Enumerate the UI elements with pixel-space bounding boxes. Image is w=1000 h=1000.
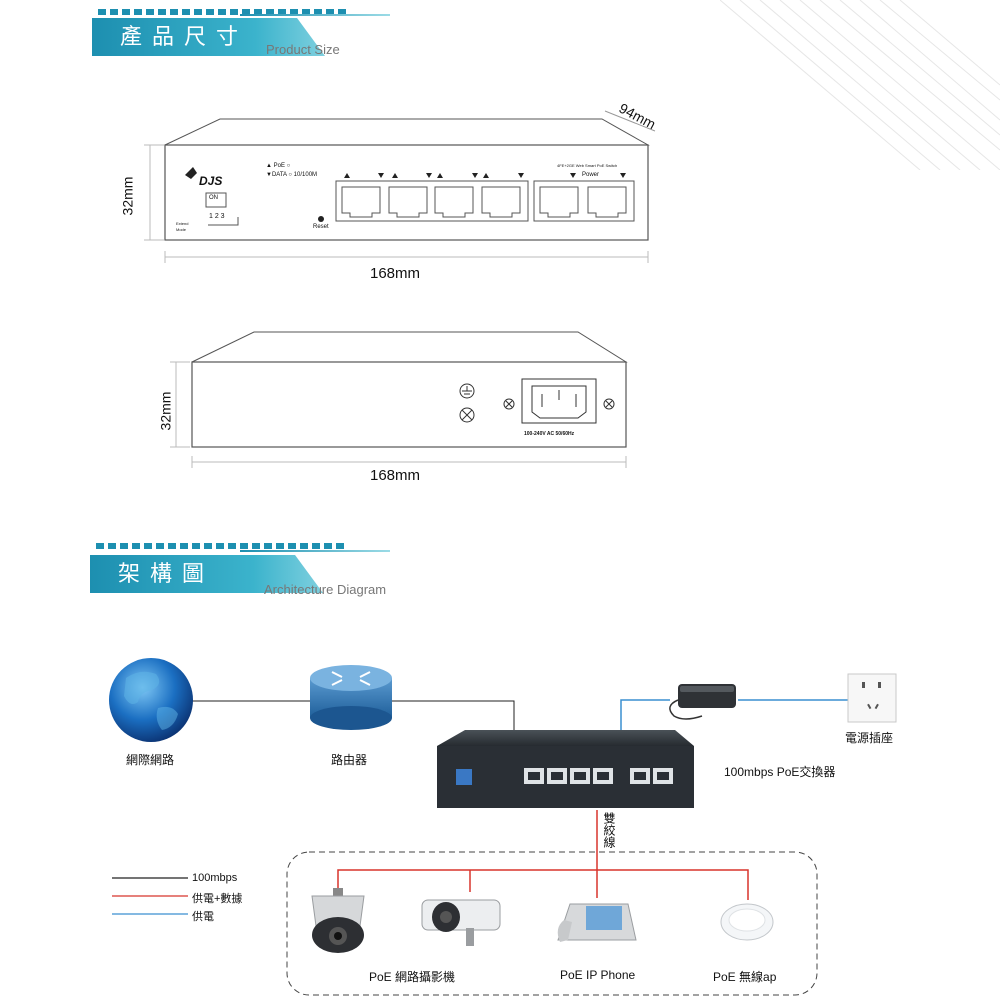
switch-rear-top-face bbox=[191, 331, 628, 363]
rear-height-dimension-label: 32mm bbox=[157, 391, 174, 431]
switch-top-face bbox=[164, 118, 650, 146]
front-height-dimension-label: 32mm bbox=[119, 176, 136, 216]
section-title-product-size: 產品尺寸 bbox=[92, 18, 325, 56]
ground-symbol-icon bbox=[459, 383, 475, 399]
power-socket-icon bbox=[847, 673, 897, 723]
ac-rating-label: 100-240V AC 50/60Hz bbox=[524, 431, 575, 437]
power-adapter-icon bbox=[669, 684, 736, 720]
decorative-hatch bbox=[720, 0, 1000, 170]
rj45-port-5 bbox=[539, 186, 579, 218]
internet-globe-icon bbox=[109, 658, 193, 742]
reset-label: Reset bbox=[313, 224, 329, 230]
router-icon bbox=[310, 665, 392, 730]
led-data-label: ▼DATA ○ 10/100M bbox=[266, 172, 318, 178]
speed-dome-camera-icon bbox=[311, 888, 365, 953]
poe-distribution-line bbox=[337, 869, 749, 900]
switch-rear-face bbox=[191, 361, 627, 448]
poe-devices-group bbox=[286, 851, 818, 996]
section-subtitle-architecture: Architecture Diagram bbox=[264, 582, 387, 597]
section-line bbox=[240, 14, 390, 16]
extend-mode-label: Extend Mode bbox=[176, 221, 189, 232]
section-subtitle-product-size: Product Size bbox=[266, 42, 340, 57]
switch-adapter-power-link bbox=[620, 699, 670, 730]
reset-button bbox=[318, 216, 324, 222]
section-dots bbox=[98, 9, 346, 15]
switch-label: 100mbps PoE交換器 bbox=[724, 765, 836, 779]
rj45-port-2 bbox=[388, 186, 428, 218]
ac-inlet-icon bbox=[503, 378, 615, 424]
router-label: 路由器 bbox=[331, 753, 368, 767]
bullet-camera-icon bbox=[421, 899, 501, 946]
power-socket-label: 電源插座 bbox=[845, 731, 894, 745]
legend-label-100mbps: 100mbps bbox=[192, 872, 238, 884]
legend-label-power: 供電 bbox=[192, 911, 214, 923]
rj45-port-3 bbox=[434, 186, 474, 218]
dip-on-label: ON bbox=[209, 195, 218, 201]
section-dots bbox=[96, 543, 344, 549]
rear-view-drawing bbox=[170, 331, 628, 468]
led-poe-label: ▲ PoE ○ bbox=[266, 163, 291, 169]
brand-logo-icon bbox=[185, 167, 197, 179]
wireless-ap-label: PoE 無線ap bbox=[713, 970, 777, 984]
poe-switch-icon bbox=[437, 730, 694, 808]
architecture-diagram bbox=[109, 658, 897, 996]
section-title-architecture: 架構圖 bbox=[90, 555, 323, 593]
wireless-ap-icon bbox=[720, 903, 774, 941]
internet-label: 網際網路 bbox=[126, 753, 175, 767]
ip-phone-icon bbox=[557, 903, 637, 942]
router-switch-link bbox=[390, 700, 515, 730]
dip-numbers-label: 1 2 3 bbox=[209, 213, 225, 220]
screw-icon bbox=[459, 407, 475, 423]
front-width-dimension-label: 168mm bbox=[370, 265, 421, 282]
front-view-drawing bbox=[144, 110, 656, 263]
rj45-port-6 bbox=[587, 186, 627, 218]
front-brand-text: DJS bbox=[199, 174, 223, 188]
ip-phone-label: PoE IP Phone bbox=[560, 968, 636, 982]
rear-width-dimension-label: 168mm bbox=[370, 467, 421, 484]
model-text: 4FE+2GE Web Smart PoE Switch bbox=[557, 163, 618, 168]
power-label: Power bbox=[582, 172, 600, 178]
camera-label: PoE 網路攝影機 bbox=[369, 970, 456, 984]
section-line bbox=[240, 550, 390, 552]
rj45-port-1 bbox=[341, 186, 381, 218]
dip-switch bbox=[205, 192, 227, 208]
twisted-pair-label: 雙絞線 bbox=[602, 812, 616, 848]
rj45-port-4 bbox=[481, 186, 521, 218]
legend-label-data-power: 供電+數據 bbox=[192, 893, 243, 905]
